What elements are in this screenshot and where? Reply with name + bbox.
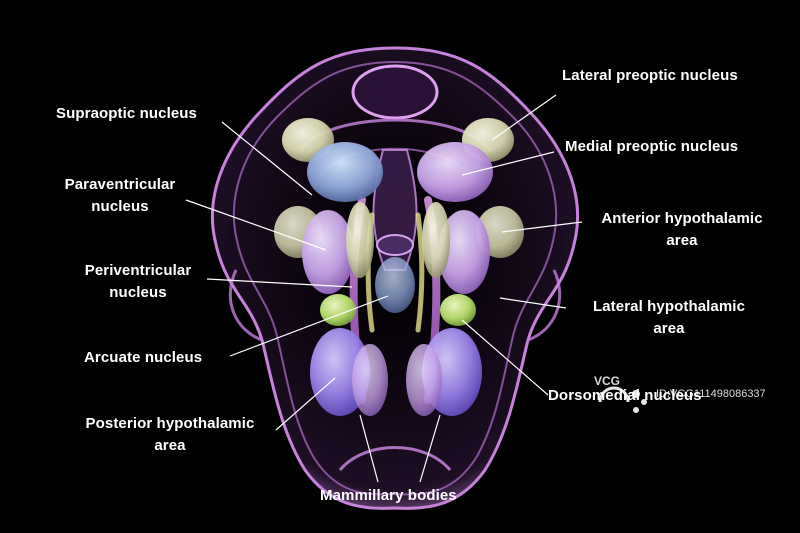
left-paraventricular-nucleus	[302, 210, 354, 294]
right-dorsomedial-green	[440, 294, 476, 326]
leader-periventricular	[206, 278, 353, 288]
label-lateral-preoptic-nucleus: Lateral preoptic nucleus	[562, 67, 738, 84]
leader-lines	[185, 94, 583, 483]
leader-supraoptic	[221, 121, 313, 196]
leader-lateral-hypothalamic	[499, 297, 567, 309]
leader-medial-preoptic	[461, 151, 555, 176]
leader-arcuate	[229, 295, 389, 357]
label-posterior-hypothalamic-area: Posterior hypothalamic area	[85, 415, 255, 454]
leader-paraventricular	[185, 199, 327, 251]
leader-dorsomedial	[461, 319, 549, 396]
leader-lateral-preoptic	[491, 94, 557, 141]
leader-mammillary-left	[359, 414, 379, 483]
right-nuclei	[406, 118, 524, 416]
label-arcuate-nucleus: Arcuate nucleus	[84, 349, 203, 366]
leader-mammillary-right	[419, 414, 441, 483]
label-mammillary-bodies: Mammillary bodies	[320, 487, 457, 504]
watermark-brand: VCG	[594, 374, 621, 388]
label-lateral-hypothalamic-area: Lateral hypothalamic area	[592, 298, 746, 337]
watermark-id: ID:VCG111498086337	[656, 388, 766, 400]
vcg-logo-icon	[598, 386, 647, 413]
label-paraventricular-nucleus: Paraventricular nucleus	[64, 176, 176, 215]
right-medial-preoptic	[417, 142, 493, 202]
leader-posterior	[275, 377, 336, 431]
left-medial-preoptic	[307, 142, 383, 202]
label-medial-preoptic-nucleus: Medial preoptic nucleus	[565, 138, 739, 155]
label-periventricular-nucleus: Periventricular nucleus	[84, 262, 192, 301]
leader-anterior	[501, 221, 583, 233]
label-anterior-hypothalamic-area: Anterior hypothalamic area	[601, 210, 763, 249]
label-supraoptic-nucleus: Supraoptic nucleus	[56, 105, 197, 122]
left-nuclei	[274, 118, 388, 416]
